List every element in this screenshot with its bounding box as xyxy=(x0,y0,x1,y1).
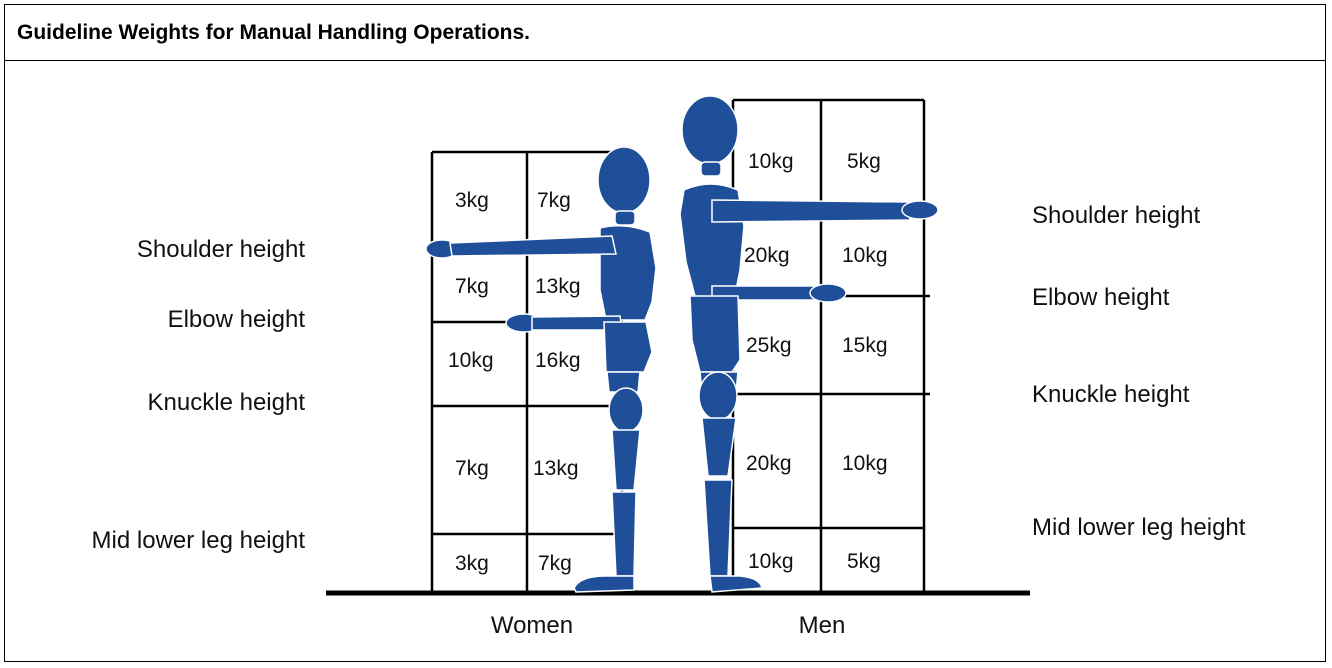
women-cell-r2-c2: 13kg xyxy=(535,275,581,298)
women-cell-r4-c1: 7kg xyxy=(455,457,489,480)
women-cell-r1-c2: 7kg xyxy=(537,189,571,212)
women-cell-r3-c2: 16kg xyxy=(535,349,581,372)
men-cell-r2-c2: 10kg xyxy=(842,244,888,267)
women-cell-r5-c1: 3kg xyxy=(455,552,489,575)
right-height-labels: Shoulder height Elbow height Knuckle hei… xyxy=(1032,202,1246,541)
men-cell-r2-c1: 20kg xyxy=(744,244,790,267)
left-label-mid-lower-leg: Mid lower leg height xyxy=(92,527,306,554)
women-cell-r3-c1: 10kg xyxy=(448,349,494,372)
right-label-knuckle: Knuckle height xyxy=(1032,381,1190,408)
men-label: Men xyxy=(799,612,846,639)
women-cell-r5-c2: 7kg xyxy=(538,552,572,575)
right-label-shoulder: Shoulder height xyxy=(1032,202,1200,229)
women-cell-r2-c1: 7kg xyxy=(455,275,489,298)
right-label-mid-lower-leg: Mid lower leg height xyxy=(1032,514,1246,541)
men-cell-r4-c1: 20kg xyxy=(746,452,792,475)
men-cell-r4-c2: 10kg xyxy=(842,452,888,475)
left-label-elbow: Elbow height xyxy=(168,306,306,333)
men-figure xyxy=(680,96,938,592)
women-label: Women xyxy=(491,612,573,639)
men-cell-r1-c1: 10kg xyxy=(748,150,794,173)
men-cell-r1-c2: 5kg xyxy=(847,150,881,173)
left-label-shoulder: Shoulder height xyxy=(137,236,305,263)
left-height-labels: Shoulder height Elbow height Knuckle hei… xyxy=(92,236,306,554)
women-grid xyxy=(432,152,622,592)
men-cell-r5-c2: 5kg xyxy=(847,550,881,573)
women-cell-r4-c2: 13kg xyxy=(533,457,579,480)
left-label-knuckle: Knuckle height xyxy=(148,389,306,416)
right-label-elbow: Elbow height xyxy=(1032,284,1170,311)
women-cell-r1-c1: 3kg xyxy=(455,189,489,212)
men-cell-r3-c2: 15kg xyxy=(842,334,888,357)
men-cell-r5-c1: 10kg xyxy=(748,550,794,573)
men-cell-r3-c1: 25kg xyxy=(746,334,792,357)
